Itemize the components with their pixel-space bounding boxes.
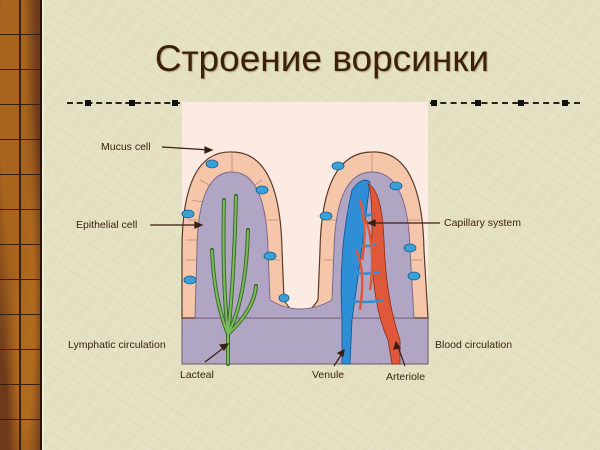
label-lacteal: Lacteal — [180, 369, 214, 381]
rule-node-icon — [475, 100, 481, 106]
label-arteriole: Arteriole — [386, 371, 426, 383]
slide-title: Строение ворсинки — [154, 38, 490, 79]
label-capillary-system: Capillary system — [444, 217, 522, 229]
decorative-left-border — [0, 0, 42, 450]
rule-node-icon — [431, 100, 437, 106]
label-lymphatic-circulation: Lymphatic circulation — [68, 339, 166, 351]
label-blood-circulation: Blood circulation — [435, 339, 513, 351]
dashed-rule-left — [67, 102, 180, 105]
border-divider-dark — [40, 0, 42, 450]
rule-node-icon — [85, 100, 91, 106]
label-epithelial-cell: Epithelial cell — [76, 219, 138, 231]
dashed-rule-right — [430, 102, 580, 105]
border-divider-light — [42, 0, 44, 450]
rule-node-icon — [129, 100, 135, 106]
label-venule: Venule — [312, 369, 345, 381]
rule-node-icon — [562, 100, 568, 106]
rule-node-icon — [172, 100, 178, 106]
arteriole-vessel — [366, 183, 401, 365]
label-mucus-cell: Mucus cell — [101, 141, 151, 153]
rule-node-icon — [518, 100, 524, 106]
